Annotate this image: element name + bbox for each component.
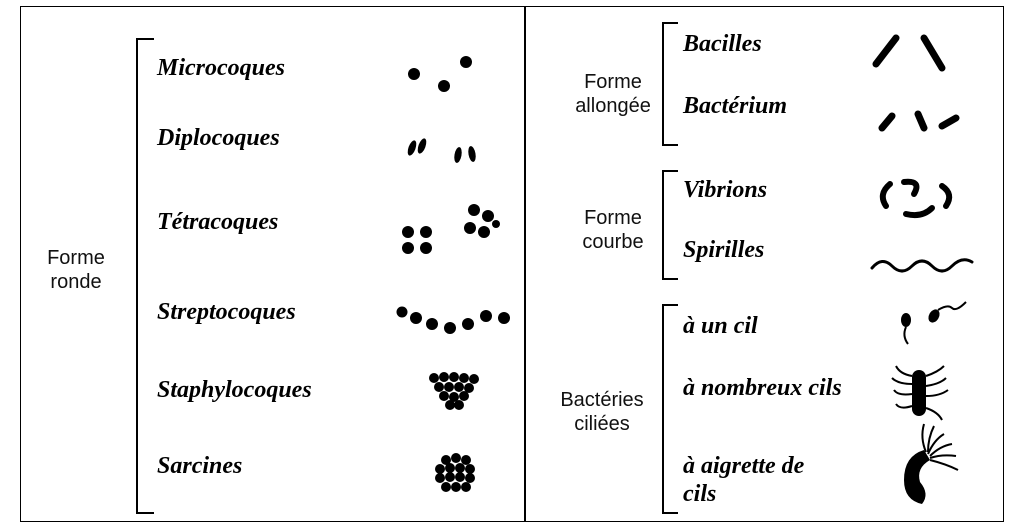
group-label-line: allongée [558,94,668,118]
item-label-line: cils [683,480,804,508]
group-label-line: Forme [558,206,668,230]
group-label-forme-courbe: Forme courbe [558,206,668,254]
bracket-bacteries-ciliees [662,304,678,514]
item-label-tetracoques: Tétracoques [157,208,278,236]
group-label-line: courbe [558,230,668,254]
group-label-bacteries-ciliees: Bactéries ciliées [532,388,672,436]
item-label-microcoques: Microcoques [157,54,285,82]
item-label-spirilles: Spirilles [683,236,764,264]
group-label-forme-ronde: Forme ronde [36,246,116,294]
item-label-line: à aigrette de [683,452,804,480]
streptocoques-icon [392,300,522,340]
item-label-staphylocoques: Staphylocoques [157,376,312,404]
vibrions-icon [872,174,962,224]
bracket-forme-courbe [662,170,678,280]
item-label-diplocoques: Diplocoques [157,124,280,152]
sarcines-icon [430,450,490,500]
bracket-forme-allongee [662,22,678,146]
outer-frame [20,6,1004,522]
group-label-line: ronde [36,270,116,294]
center-divider [524,6,526,522]
item-label-bacilles: Bacilles [683,30,762,58]
item-label-aigrette-cils: à aigrette de cils [683,452,804,508]
nombreux-cils-icon [890,362,960,422]
bacterium-icon [872,104,972,136]
staphylocoques-icon [426,372,486,416]
spirilles-icon [868,250,978,280]
group-label-forme-allongee: Forme allongée [558,70,668,118]
tetracoques-icon [392,198,512,268]
item-label-sarcines: Sarcines [157,452,242,480]
item-label-streptocoques: Streptocoques [157,298,296,326]
diplocoques-icon [400,130,490,170]
item-label-bacterium: Bactérium [683,92,787,120]
bacilles-icon [866,30,956,80]
item-label-nombreux-cils: à nombreux cils [683,374,842,402]
item-label-vibrions: Vibrions [683,176,767,204]
group-label-line: Forme [36,246,116,270]
un-cil-icon [892,294,976,354]
item-label-un-cil: à un cil [683,312,758,340]
group-label-line: ciliées [532,412,672,436]
group-label-line: Bactéries [532,388,672,412]
group-label-line: Forme [558,70,668,94]
microcoques-icon [400,50,490,100]
bracket-forme-ronde [136,38,154,514]
aigrette-cils-icon [884,420,964,520]
